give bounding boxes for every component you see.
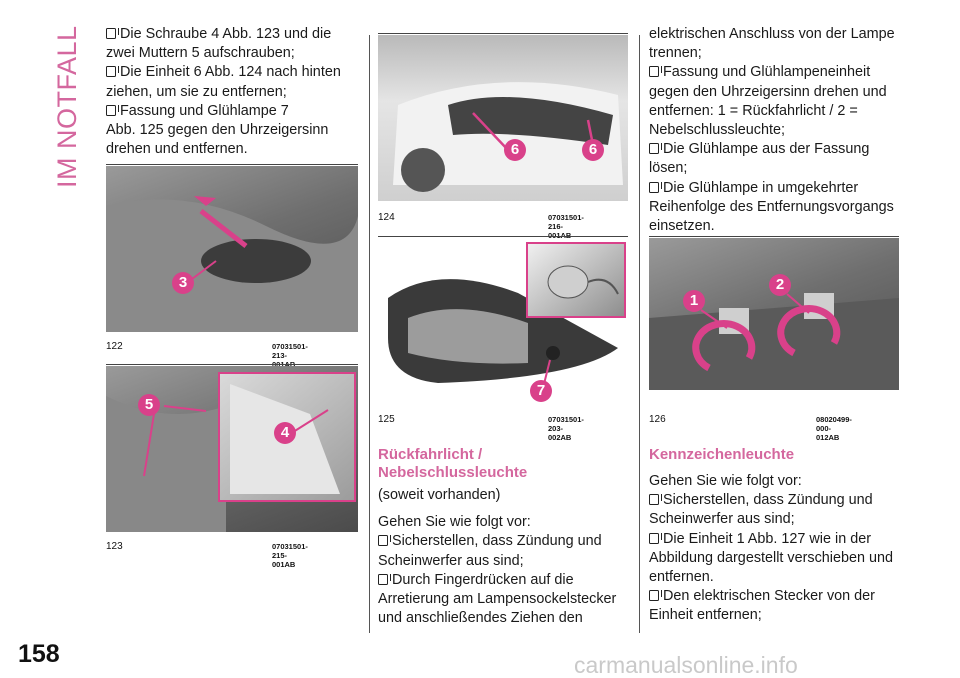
bullet-line: Die Einheit 6 Abb. 124 nach hinten [106,63,364,82]
text-line: Arretierung am Lampensockelstecker [378,591,617,608]
bullet-line: Fassung und Glühlampeneinheit [649,63,904,82]
figure-top-rule [649,236,899,237]
section-heading: Rückfahrlicht / [378,446,483,463]
photo-illustration [106,196,358,332]
photo-illustration [388,279,618,389]
intro-text: Gehen Sie wie folgt vor: [649,473,802,489]
figure-top-rule [378,33,628,34]
photo-illustration [106,396,226,532]
checkbox-bullet-icon [649,181,662,193]
text-line: Einheit entfernen; [649,607,762,624]
bullet-line: Sicherstellen, dass Zündung und [378,532,633,551]
figure-top-rule [378,236,628,237]
column-1-text: Die Schraube 4 Abb. 123 und die zwei Mut… [106,25,364,159]
section-heading: Nebelschlussleuchte [378,464,528,481]
bullet-line: Die Glühlampe aus der Fassung [649,140,904,159]
text-line: und anschließendes Ziehen den [378,610,583,627]
figure-number: 123 [106,541,123,552]
figure-code: 07031501-216-001AB [548,213,584,240]
text-line: ziehen, um sie zu entfernen; [106,83,287,100]
checkbox-bullet-icon [649,66,662,78]
text-line: Reihenfolge des Entfernungsvorgangs [649,198,894,215]
checkbox-bullet-icon [649,532,662,544]
callout-marker-3: 3 [172,272,194,294]
text-line: entfernen. [649,569,714,586]
photo-illustration [649,293,899,390]
text-line: entfernen: 1 = Rückfahrlicht / 2 = [649,102,858,119]
text-line: trennen; [649,45,702,62]
column-2-text: Rückfahrlicht / Nebelschlussleuchte (sow… [378,446,633,628]
column-3-text: elektrischen Anschluss von der Lampe tre… [649,25,904,236]
side-section-label: IM NOTFALL [52,25,82,188]
checkbox-bullet-icon [106,66,119,78]
callout-marker-2: 2 [769,274,791,296]
figure-code: 07031501-215-001AB [272,542,308,569]
photo-bulb-sockets: 1 2 [649,238,899,390]
bullet-line: Die Glühlampe in umgekehrter [649,179,904,198]
text-line: Scheinwerfer aus sind; [649,511,795,528]
callout-marker-7: 7 [530,380,552,402]
intro-text: Gehen Sie wie folgt vor: [378,514,531,531]
checkbox-bullet-icon [378,535,391,547]
bullet-line: Fassung und Glühlampe 7 [106,102,364,121]
photo-illustration [393,82,623,192]
checkbox-bullet-icon [106,104,119,116]
text-line: gegen den Uhrzeigersinn drehen und [649,83,887,100]
checkbox-bullet-icon [106,28,119,39]
detail-inset [526,242,626,318]
callout-marker-6: 6 [504,139,526,161]
text-line: zwei Muttern 5 aufschrauben; [106,45,295,62]
figure-top-rule [106,164,358,165]
checkbox-bullet-icon [649,494,662,506]
inset-illustration [547,265,619,299]
figure-top-rule [106,364,358,365]
page-number: 158 [18,640,60,668]
column-divider-left [369,35,370,633]
checkbox-bullet-icon [378,573,391,585]
watermark: carmanualsonline.info [574,652,798,678]
text-line: drehen und entfernen. [106,141,248,158]
column-divider-right [639,35,640,633]
figure-number: 122 [106,341,123,352]
section-subtitle: (soweit vorhanden) [378,487,501,503]
section-heading: Kennzeichenleuchte [649,446,795,463]
text-line: elektrischen Anschluss von der Lampe [649,26,895,42]
figure-number: 125 [378,414,395,425]
photo-tail-light-hand: 3 [106,166,358,332]
text-line: Abb. 125 gegen den Uhrzeigersinn [106,122,329,139]
bullet-line: Die Schraube 4 Abb. 123 und die [106,25,364,44]
bullet-line: Den elektrischen Stecker von der [649,587,904,606]
text-line: Abbildung dargestellt verschieben und [649,549,894,566]
photo-car-rear: 6 6 [378,35,628,201]
bullet-line: Durch Fingerdrücken auf die [378,571,633,590]
figure-code: 08020499-000-012AB [816,415,852,442]
callout-marker-6: 6 [582,139,604,161]
photo-screws-nuts: 5 4 [106,366,358,532]
callout-marker-5: 5 [138,394,160,416]
checkbox-bullet-icon [649,143,662,155]
checkbox-bullet-icon [649,590,662,602]
text-line: einsetzen. [649,218,715,235]
bullet-line: Die Einheit 1 Abb. 127 wie in der [649,530,904,549]
figure-number: 126 [649,414,666,425]
text-line: Nebelschlussleuchte; [649,122,785,139]
photo-lamp-unit: 7 [378,238,628,404]
callout-marker-1: 1 [683,290,705,312]
figure-number: 124 [378,212,395,223]
text-line: Scheinwerfer aus sind; [378,552,524,569]
text-line: lösen; [649,160,688,177]
column-3-text-lower: Kennzeichenleuchte Gehen Sie wie folgt v… [649,446,904,626]
figure-code: 07031501-203-002AB [548,415,584,442]
bullet-line: Sicherstellen, dass Zündung und [649,491,904,510]
callout-marker-4: 4 [274,422,296,444]
